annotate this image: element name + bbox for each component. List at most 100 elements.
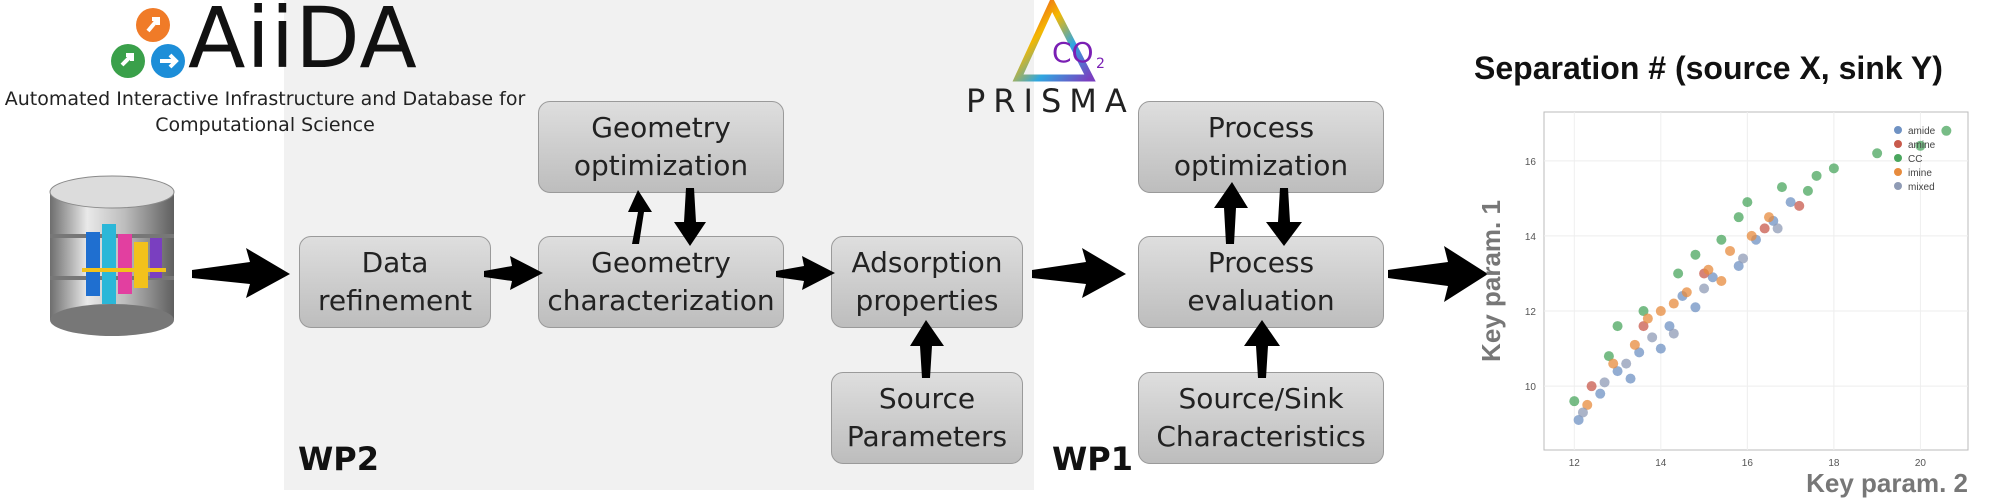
geometry-optimization-label: Geometry optimization (573, 111, 749, 182)
data-point-imine (1746, 230, 1757, 241)
data-point-amine (1638, 321, 1649, 332)
data-point-amide (1664, 321, 1675, 332)
y-axis-label: Key param. 1 (1476, 200, 1506, 362)
data-point-cc (1941, 125, 1952, 136)
data-point-imine (1582, 399, 1593, 410)
data-point-amide (1573, 414, 1584, 425)
arrow-characterization-to-adsorption (776, 256, 835, 290)
data-point-amide (1595, 388, 1606, 399)
database-icon (49, 175, 175, 336)
data-point-cc (1569, 396, 1580, 407)
co2-label: CO (1052, 36, 1094, 69)
data-point-amine (1586, 381, 1597, 392)
co2-subscript: 2 (1096, 56, 1105, 72)
x-tick-label: 18 (1828, 458, 1840, 469)
x-tick-label: 16 (1742, 458, 1754, 469)
source-parameters-label: Source Parameters (846, 382, 1008, 453)
data-point-mixed (1738, 253, 1749, 264)
data-refinement-label: Data refinement (318, 246, 472, 317)
data-point-imine (1703, 264, 1714, 275)
process-evaluation-label: Process evaluation (1187, 246, 1335, 317)
data-point-cc (1638, 306, 1649, 317)
y-tick-label: 16 (1525, 157, 1537, 168)
arrow-evaluation-to-optimization (1214, 182, 1248, 244)
data-point-amide (1690, 302, 1701, 313)
data-point-mixed (1699, 283, 1710, 294)
data-point-imine (1763, 212, 1774, 223)
prisma-wordmark: PRISMA (966, 82, 1135, 120)
arrow-sourcesink-to-evaluation (1244, 320, 1280, 378)
legend-entry-cc: CC (1908, 154, 1922, 165)
wp2-label: WP2 (298, 440, 380, 478)
legend-entry-amide: amide (1908, 126, 1936, 137)
data-point-amine (1759, 223, 1770, 234)
data-point-amide (1625, 373, 1636, 384)
data-point-amide (1733, 260, 1744, 271)
aiida-wordmark: AiiDA (188, 0, 418, 87)
legend-marker-amine (1894, 140, 1902, 148)
data-point-cc (1733, 212, 1744, 223)
arrow-evaluation-to-chart (1388, 246, 1488, 302)
data-point-cc (1776, 182, 1787, 193)
process-optimization-box: Process optimization (1138, 101, 1384, 193)
legend-marker-imine (1894, 168, 1902, 176)
data-point-cc (1690, 249, 1701, 260)
arrow-characterization-to-optimization (628, 190, 652, 244)
data-point-cc (1802, 185, 1813, 196)
data-refinement-box: Data refinement (299, 236, 491, 328)
legend-entry-imine: imine (1908, 168, 1932, 179)
arrow-db-to-refinement (192, 248, 290, 298)
geometry-characterization-label: Geometry characterization (547, 246, 775, 317)
data-point-amide (1655, 343, 1666, 354)
data-point-imine (1642, 313, 1653, 324)
arrow-adsorption-to-evaluation (1032, 248, 1126, 298)
data-point-amine (1794, 200, 1805, 211)
x-tick-label: 14 (1655, 458, 1667, 469)
x-tick-label: 20 (1915, 458, 1927, 469)
process-evaluation-box: Process evaluation (1138, 236, 1384, 328)
aiida-logo-icon (111, 8, 185, 78)
y-tick-label: 10 (1525, 382, 1537, 393)
arrow-optimization-to-characterization (674, 188, 706, 246)
legend-entry-mixed: mixed (1908, 182, 1935, 193)
data-point-imine (1655, 306, 1666, 317)
legend-marker-cc (1894, 154, 1902, 162)
data-point-cc (1915, 140, 1926, 151)
data-point-imine (1716, 276, 1727, 286)
source-sink-characteristics-box: Source/Sink Characteristics (1138, 372, 1384, 464)
data-point-amide (1634, 347, 1645, 358)
prisma-logo-icon: CO 2 (1012, 0, 1105, 82)
plot-area (1543, 111, 1969, 451)
aiida-subtitle: Automated Interactive Infrastructure and… (4, 88, 526, 137)
y-tick-label: 14 (1525, 232, 1537, 243)
data-point-imine (1629, 339, 1640, 350)
data-point-imine (1668, 298, 1679, 309)
data-point-mixed (1668, 328, 1679, 339)
data-point-mixed (1577, 407, 1588, 418)
process-optimization-label: Process optimization (1173, 111, 1349, 182)
geometry-optimization-box: Geometry optimization (538, 101, 784, 193)
x-axis-label: Key param. 2 (1806, 468, 1968, 498)
y-tick-label: 12 (1525, 307, 1537, 318)
data-point-cc (1828, 163, 1839, 174)
adsorption-properties-box: Adsorption properties (831, 236, 1023, 328)
data-point-cc (1673, 268, 1684, 279)
data-point-mixed (1772, 223, 1783, 234)
arrow-source-to-adsorption (910, 320, 944, 378)
wp1-label: WP1 (1052, 440, 1134, 478)
data-point-amide (1785, 197, 1796, 208)
data-point-cc (1872, 148, 1883, 159)
source-parameters-box: Source Parameters (831, 372, 1023, 464)
data-point-cc (1612, 321, 1623, 332)
arrow-optimization-to-evaluation (1266, 188, 1302, 246)
legend-entry-amine: amine (1908, 140, 1936, 151)
data-point-imine (1681, 287, 1692, 298)
x-tick-label: 12 (1569, 458, 1581, 469)
source-sink-characteristics-label: Source/Sink Characteristics (1156, 382, 1366, 453)
data-point-mixed (1647, 332, 1658, 343)
data-point-imine (1608, 358, 1619, 369)
data-point-cc (1811, 170, 1822, 181)
data-point-cc (1603, 351, 1614, 362)
